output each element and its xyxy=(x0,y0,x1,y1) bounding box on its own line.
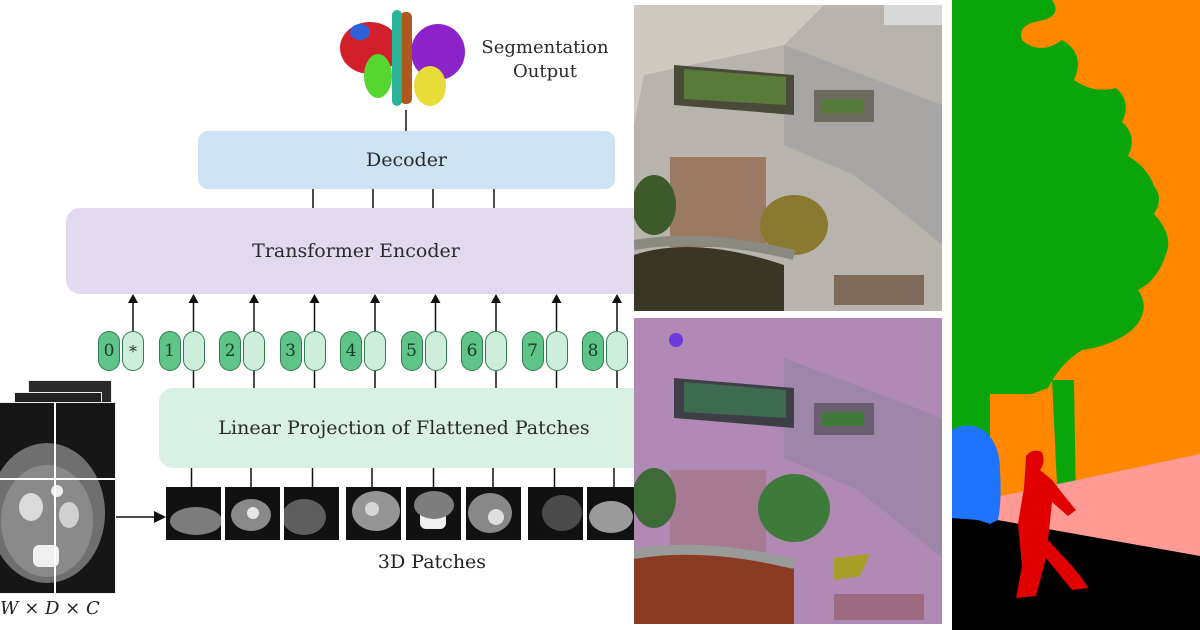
decoder-block: Decoder xyxy=(198,131,615,189)
organ-segmentation-render xyxy=(340,10,465,106)
organ-vein-shape xyxy=(392,10,402,106)
arrow-head xyxy=(249,294,259,303)
position-token: 6 xyxy=(461,331,483,371)
arrow-head xyxy=(430,294,441,303)
patch-token-embedding xyxy=(364,331,386,371)
arrow-head xyxy=(491,294,501,303)
patch-token-embedding xyxy=(485,331,507,371)
patch-thumbnail xyxy=(528,487,583,540)
position-token: 1 xyxy=(158,331,181,371)
input-dimensions-caption: W × D × C xyxy=(0,598,100,619)
patch-token-embedding xyxy=(606,331,628,371)
vit-architecture-diagram: Segmentation Output Decoder Transformer … xyxy=(0,10,634,619)
ct-slice-front xyxy=(0,402,116,594)
token-arrows xyxy=(128,294,622,487)
patch-token-embedding xyxy=(424,331,447,371)
patch-token-embedding xyxy=(243,331,265,371)
position-token: 5 xyxy=(400,331,423,371)
patch-thumbnail xyxy=(166,487,221,540)
class-token-embedding: * xyxy=(122,331,144,371)
position-token: 2 xyxy=(219,331,241,371)
arrow-head xyxy=(370,294,380,303)
organ-kidney-left-shape xyxy=(364,54,392,98)
arrow-head xyxy=(551,294,562,303)
connector-lines xyxy=(116,110,495,523)
patch-token-embedding xyxy=(545,331,568,371)
organ-spleen-shape xyxy=(411,24,465,80)
position-token: 3 xyxy=(279,331,302,371)
ct-anatomy-graphic xyxy=(0,403,115,593)
position-token: 4 xyxy=(340,331,362,371)
segmentation-output-label: Segmentation Output xyxy=(481,37,609,82)
organ-gallbladder-shape xyxy=(350,24,370,40)
patches-caption: 3D Patches xyxy=(377,551,487,573)
aerial-scene xyxy=(634,5,942,311)
organ-kidney-right-shape xyxy=(414,66,446,106)
patch-thumbnail xyxy=(225,487,280,540)
street-segmentation-map xyxy=(952,0,1200,630)
aerial-photo-original xyxy=(634,5,942,311)
arrow-head xyxy=(128,294,138,303)
position-token: 8 xyxy=(582,331,604,371)
segmentation-map-graphic xyxy=(952,0,1200,630)
aerial-overlay-scene xyxy=(634,318,942,624)
organ-aorta-shape xyxy=(400,12,412,104)
arrow-head xyxy=(188,294,199,303)
position-token: 7 xyxy=(521,331,544,371)
patch-thumbnail xyxy=(587,487,634,540)
patch-thumbnail xyxy=(284,487,339,540)
patch-thumbnail xyxy=(346,487,401,540)
linear-projection-block: Linear Projection of Flattened Patches xyxy=(159,388,634,468)
position-token: 0 xyxy=(98,331,120,371)
patch-token-embedding xyxy=(182,331,205,371)
patch-token-embedding xyxy=(303,331,326,371)
patch-thumbnail xyxy=(466,487,521,540)
arrow-head xyxy=(612,294,622,303)
aerial-photo-segmentation-overlay xyxy=(634,318,942,624)
patch-thumbnail xyxy=(406,487,461,540)
arrow-head xyxy=(309,294,320,303)
transformer-encoder-block: Transformer Encoder xyxy=(66,208,634,294)
